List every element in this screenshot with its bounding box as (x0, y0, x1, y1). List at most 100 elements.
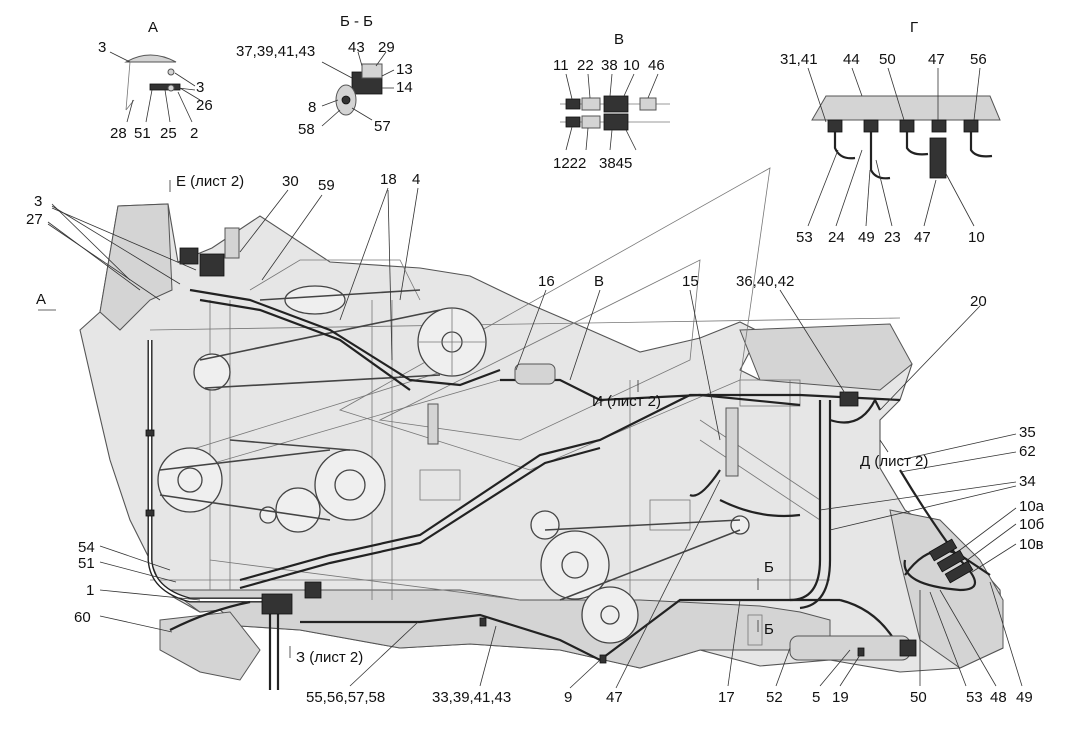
leader (321, 61, 353, 79)
section-b-marker: Б (764, 621, 774, 638)
sheet-ref-d: Д (лист 2) (860, 453, 928, 470)
view-arrow-v: В (594, 273, 604, 290)
hose-front (268, 600, 280, 690)
leader (565, 126, 573, 151)
leader (179, 87, 201, 101)
detail-view-v: В 11 22 38 10 46 1222 3845 (553, 31, 670, 172)
section-bb-bracket (747, 614, 763, 646)
leader (177, 91, 193, 123)
lower-cylinder-end (899, 639, 917, 657)
label: 29 (378, 39, 395, 56)
leader (479, 625, 497, 687)
label: 57 (374, 118, 391, 135)
leader (99, 589, 201, 601)
label: 16 (538, 273, 555, 290)
leader (569, 289, 601, 381)
label: 20 (970, 293, 987, 310)
label: 1222 (553, 155, 586, 172)
brace (699, 439, 821, 521)
valve-block-top (199, 253, 225, 277)
leader (387, 189, 393, 361)
label: 24 (828, 229, 845, 246)
view-a-title: А (148, 19, 158, 36)
label: 18 (380, 171, 397, 188)
belt (544, 519, 741, 601)
label: 9 (564, 689, 572, 706)
leader (239, 189, 289, 253)
leader (887, 67, 905, 121)
label: 5 (812, 689, 820, 706)
upper-pulley (284, 285, 346, 315)
view-v-fitting (565, 116, 581, 128)
label: 30 (282, 173, 299, 190)
label: 58 (298, 121, 315, 138)
main-labels: 3 27 30 59 18 4 16 15 36,40,42 20 35 62 … (26, 171, 1045, 706)
leader (943, 169, 975, 227)
rear-valve-10a (928, 538, 958, 562)
front-box (159, 611, 261, 681)
leader (51, 207, 197, 271)
view-bb-hole (341, 95, 351, 105)
label: 35 (1019, 424, 1036, 441)
rear-valve (839, 391, 859, 407)
view-v-end (639, 97, 657, 111)
label: 48 (990, 689, 1007, 706)
hyd-hose-upper (189, 288, 501, 387)
label: 3 (34, 193, 42, 210)
leader (689, 289, 721, 441)
frame-line (149, 317, 901, 331)
leader (875, 159, 893, 227)
view-g-hose (969, 132, 993, 158)
leader (929, 591, 967, 687)
leader (47, 221, 141, 291)
section-b-arrow: Б (764, 559, 774, 576)
label: 46 (648, 57, 665, 74)
brace (189, 379, 501, 471)
view-a-bolt (167, 84, 175, 92)
leader (851, 67, 863, 97)
label: 22 (577, 57, 594, 74)
label: 50 (910, 689, 927, 706)
view-bb-title: Б - Б (340, 13, 373, 30)
view-arrow-a: А (36, 291, 46, 308)
label: 27 (26, 211, 43, 228)
label: 44 (843, 51, 860, 68)
label: 34 (1019, 473, 1036, 490)
hyd-pipe-rear-2 (799, 400, 832, 610)
clamp (145, 429, 155, 437)
label: 50 (879, 51, 896, 68)
label: 62 (1019, 443, 1036, 460)
label: 38 (601, 57, 618, 74)
hyd-hose-rear (829, 397, 881, 424)
label: 31,41 (780, 51, 818, 68)
leader (959, 507, 1017, 551)
hose-cyl-mid (689, 469, 721, 497)
label: 11 (553, 57, 569, 74)
label: 10а (1019, 498, 1045, 515)
label: 10 (623, 57, 640, 74)
leader (515, 289, 547, 371)
hyd-pipe-long (239, 393, 901, 582)
leader (399, 187, 419, 301)
view-g-valve (929, 137, 947, 179)
leader (835, 149, 863, 227)
deflector-inner (378, 259, 701, 441)
view-v-block (603, 95, 629, 113)
view-g-hose (833, 132, 856, 160)
clamp (479, 617, 487, 627)
leader (807, 67, 827, 123)
label: 28 (110, 125, 127, 142)
hyd-pipe-lower (300, 598, 840, 662)
leader (865, 169, 871, 227)
label: 14 (396, 79, 413, 96)
leader (623, 73, 635, 97)
leader (807, 149, 839, 227)
lower-cylinder (789, 635, 911, 661)
hydraulic-lines (147, 288, 991, 690)
deflector-outline (339, 167, 771, 471)
leader (99, 545, 171, 571)
view-v-fitting (581, 115, 601, 129)
hyd-hose-loop (899, 469, 977, 592)
leader (647, 73, 659, 99)
view-v-fitting (565, 98, 581, 110)
